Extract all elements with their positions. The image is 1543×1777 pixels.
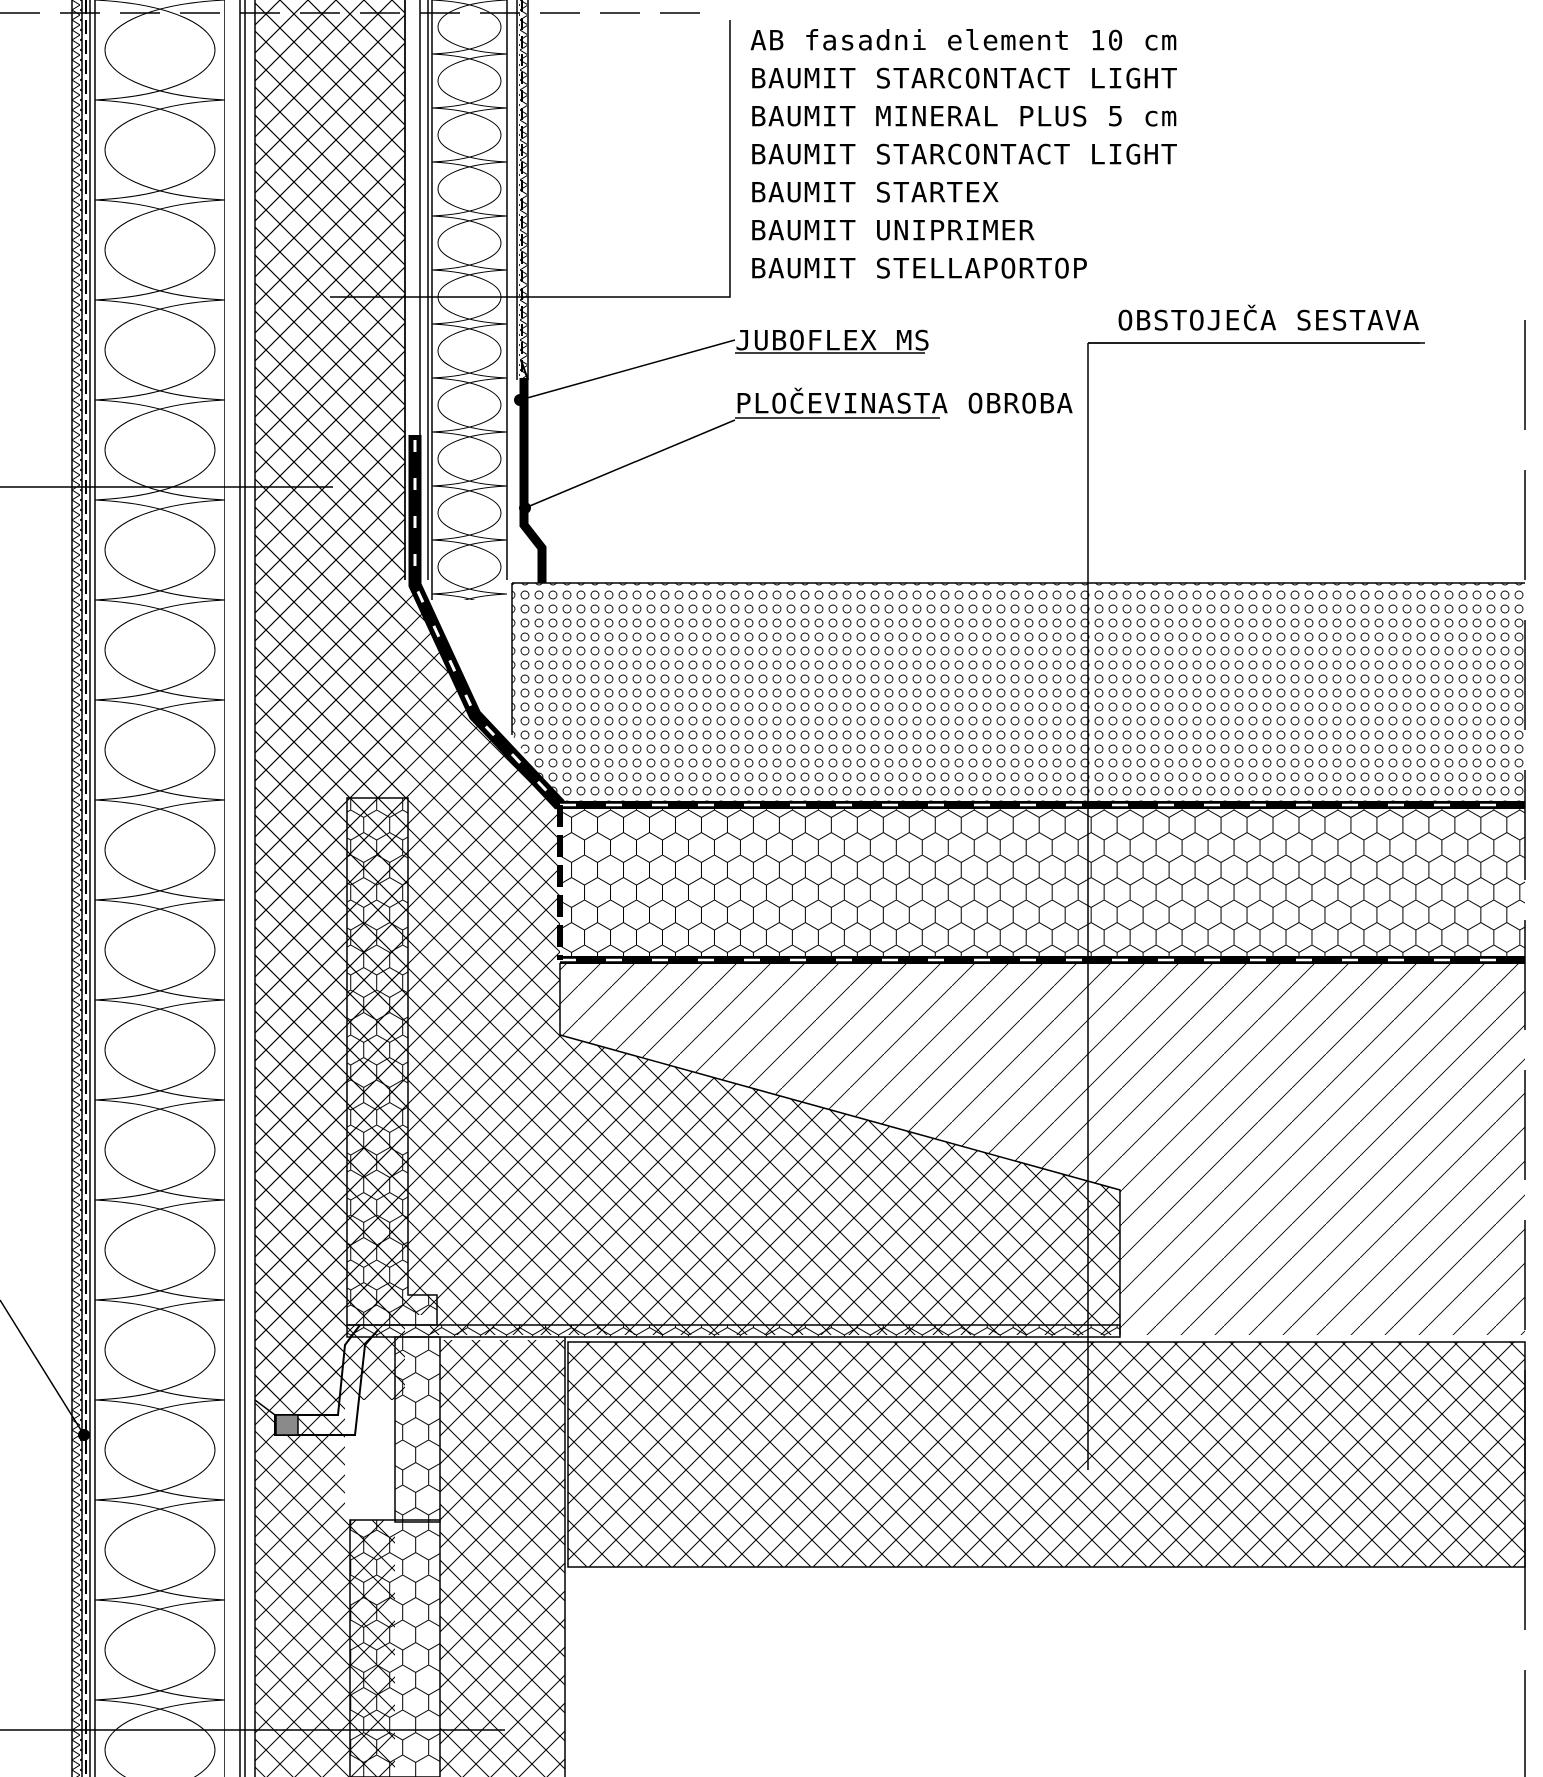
- horizontal-insulation-strip: [346, 1324, 1121, 1338]
- callout-line-6: BAUMIT UNIPRIMER: [750, 214, 1036, 247]
- lower-concrete-block-2: [440, 1340, 565, 1777]
- flashing-top-bend: [520, 359, 529, 381]
- vertical-insulation-lower: [349, 1519, 441, 1777]
- callout-line-7: BAUMIT STELLAPORTOP: [750, 252, 1089, 285]
- layer-callout: AB fasadni element 10 cm BAUMIT STARCONT…: [750, 24, 1179, 285]
- flashing-leader-dot: [519, 502, 531, 514]
- joint-gasket: [275, 1414, 299, 1436]
- label-flashing: PLOČEVINASTA OBROBA: [735, 386, 1074, 420]
- existing-slab: [560, 963, 1525, 1335]
- label-juboflex: JUBOFLEX MS: [735, 324, 931, 357]
- concrete-core-fill: [255, 0, 1120, 1430]
- facade-mineral-wool: [432, 0, 507, 600]
- left-render-layer: [72, 0, 82, 1777]
- left-mineral-wool: [95, 0, 225, 1777]
- rigid-insulation-layer: [560, 805, 1525, 960]
- roof-buildup: [511, 582, 1525, 1335]
- sheet-metal-flashing: [519, 378, 547, 583]
- callout-line-4: BAUMIT STARCONTACT LIGHT: [750, 138, 1179, 171]
- left-air-gap: [225, 0, 245, 1777]
- left-wall-leader-dot: [78, 1429, 90, 1441]
- callout-line-5: BAUMIT STARTEX: [750, 176, 1000, 209]
- callout-line-3: BAUMIT MINERAL PLUS 5 cm: [750, 100, 1179, 133]
- callout-line-2: BAUMIT STARCONTACT LIGHT: [750, 62, 1179, 95]
- gravel-layer: [512, 583, 1525, 805]
- joint-profile: [274, 1324, 379, 1436]
- new-facade-element: [404, 0, 565, 810]
- vertical-insulation-mid: [394, 1336, 441, 1523]
- juboflex-leader-dot: [514, 394, 526, 406]
- lower-concrete-slab: [567, 1341, 1526, 1568]
- label-existing: OBSTOJEČA SESTAVA: [1117, 303, 1421, 337]
- callout-line-1: AB fasadni element 10 cm: [750, 24, 1179, 57]
- precast-elements: [254, 797, 1526, 1777]
